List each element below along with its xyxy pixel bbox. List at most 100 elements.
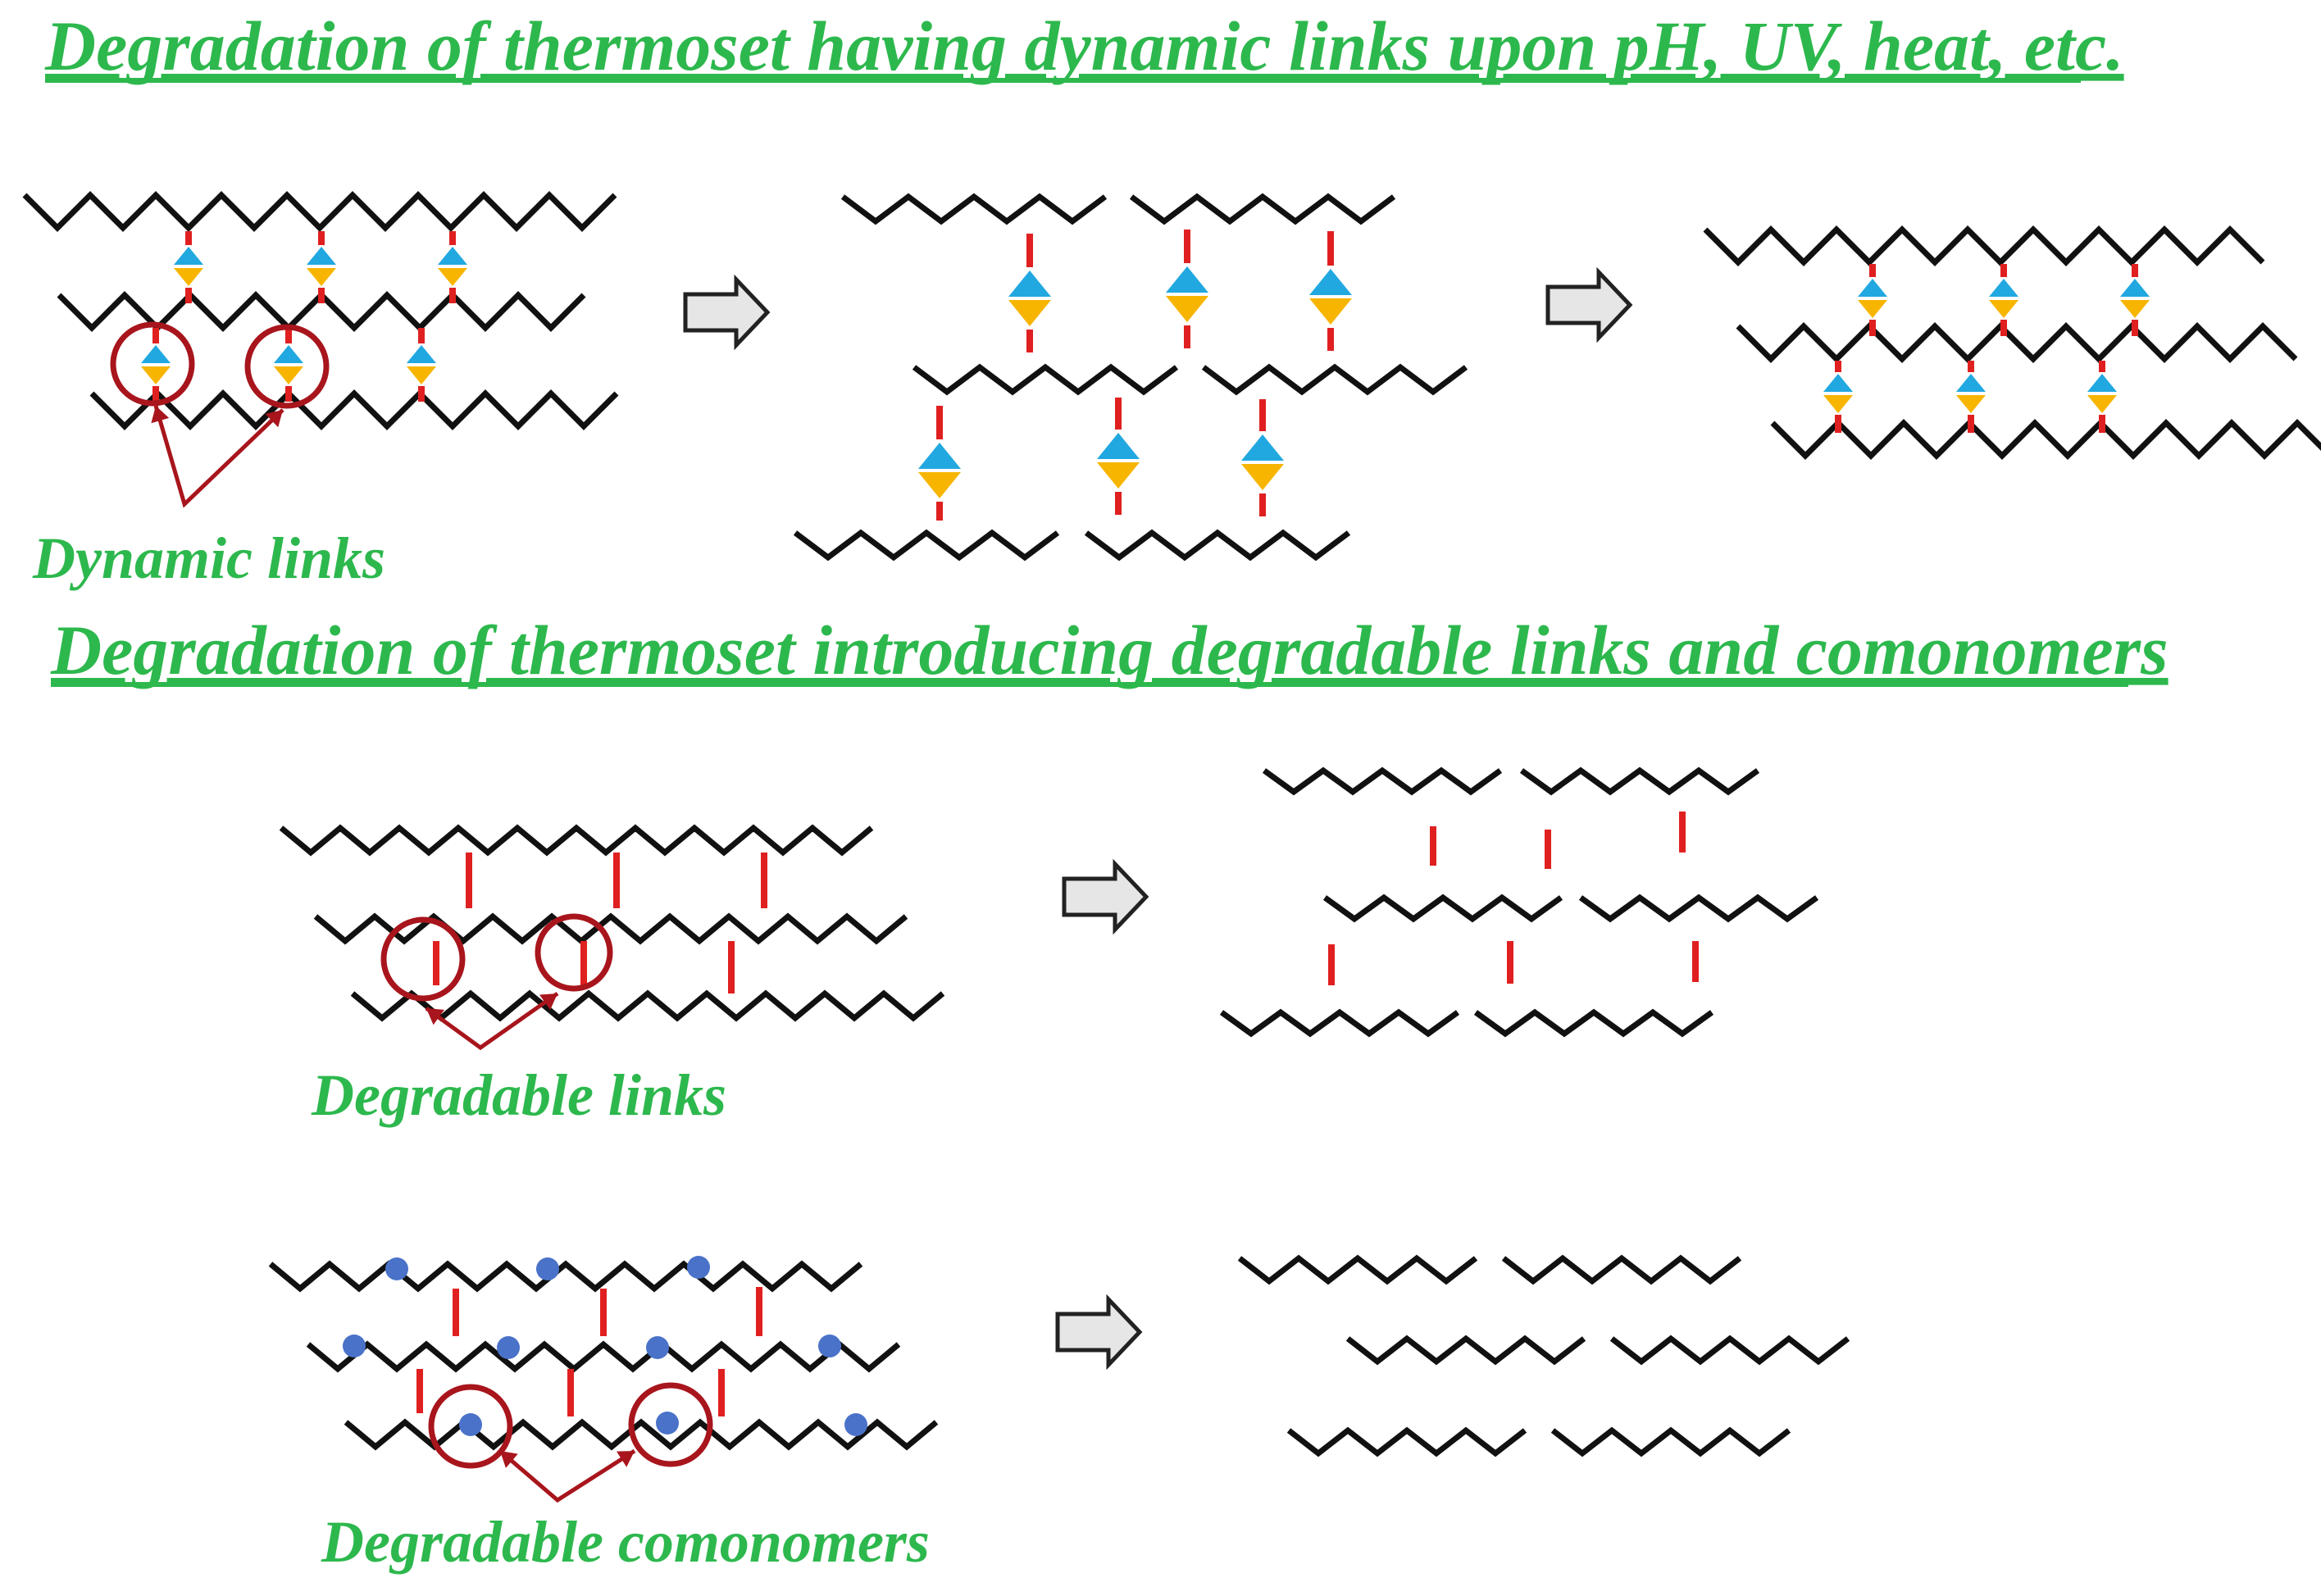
dynamic-link-bottom <box>2087 395 2117 413</box>
dynamic-link-bottom <box>1166 296 1208 322</box>
section2-title: Degradation of thermoset introducing deg… <box>50 611 2169 689</box>
process-arrow-icon <box>1545 266 1633 343</box>
polymer-chain <box>268 1260 863 1293</box>
dynamic-link-bottom <box>1989 300 2018 318</box>
polymer-chain <box>1237 1254 1478 1285</box>
label-pointer <box>425 991 559 1051</box>
polymer-chain <box>840 193 1108 225</box>
highlight-circle <box>110 321 195 407</box>
polymer-chain <box>1129 193 1396 225</box>
dynamic-link-top <box>1858 279 1887 297</box>
pointer-arrowhead-icon <box>151 406 170 424</box>
highlight-circle <box>535 913 613 992</box>
dynamic-link-bottom <box>1241 464 1284 490</box>
degradable-links-label: Degradable links <box>311 1062 726 1128</box>
dynamic-link-top <box>1241 434 1284 461</box>
comonomer-dot <box>844 1413 867 1436</box>
polymer-chain <box>1201 363 1468 396</box>
dynamic-link-bottom <box>2120 300 2150 318</box>
dynamic-link-top <box>174 247 203 265</box>
dynamic-link-top <box>1989 279 2018 297</box>
polymer-chain <box>1473 1008 1714 1038</box>
dynamic-link-bottom <box>307 268 336 286</box>
polymer-chain <box>89 389 619 430</box>
polymer-chain <box>344 1418 939 1451</box>
polymer-chain <box>793 529 1060 562</box>
polymer-chain <box>1519 766 1760 796</box>
dynamic-link-bottom <box>407 366 436 384</box>
polymer-chain <box>1084 529 1351 562</box>
comonomer-dot <box>459 1413 482 1436</box>
polymer-chain <box>1322 893 1563 923</box>
dynamic-link-top <box>1008 271 1051 297</box>
label-pointer <box>498 1448 636 1503</box>
dynamic-link-bottom <box>918 472 961 498</box>
process-arrow-icon <box>1055 1294 1143 1371</box>
polymer-chain <box>22 191 617 232</box>
polymer-chain <box>1736 322 2298 363</box>
dynamic-link-bottom <box>1858 300 1887 318</box>
dynamic-link-bottom <box>141 366 171 384</box>
dynamic-link-bottom <box>274 366 303 384</box>
diagram-drawing <box>22 191 2321 1503</box>
dynamic-link-top <box>2087 374 2117 392</box>
comonomer-dot <box>646 1336 669 1359</box>
highlight-circle <box>380 916 466 1002</box>
highlight-circle <box>628 1382 713 1467</box>
polymer-chain <box>279 824 874 857</box>
polymer-chain <box>1550 1426 1791 1457</box>
polymer-chain <box>1501 1254 1742 1285</box>
dynamic-link-top <box>407 345 436 363</box>
polymer-chain <box>1609 1335 1850 1366</box>
pointer-arrowhead-icon <box>539 994 557 1011</box>
degradable-comonomers-label: Degradable comonomers <box>321 1509 930 1575</box>
section1-title: Degradation of thermoset having dynamic … <box>44 7 2124 85</box>
comonomer-dot <box>497 1336 520 1359</box>
dynamic-link-bottom <box>1823 395 1853 413</box>
polymer-chain <box>1345 1335 1586 1366</box>
polymer-chain <box>313 912 908 945</box>
comonomer-dot <box>343 1335 366 1357</box>
polymer-chain <box>912 363 1179 396</box>
comonomer-dot <box>536 1257 559 1280</box>
comonomer-dot <box>687 1256 710 1279</box>
dynamic-link-top <box>141 345 171 363</box>
pointer-arrowhead-icon <box>617 1451 635 1467</box>
dynamic-link-top <box>918 443 961 469</box>
comonomer-dot <box>656 1412 679 1435</box>
polymer-chain <box>1578 893 1819 923</box>
dynamic-link-bottom <box>1956 395 1986 413</box>
dynamic-link-top <box>2120 279 2150 297</box>
dynamic-link-bottom <box>1309 298 1352 325</box>
dynamic-link-top <box>1956 374 1986 392</box>
polymer-chain <box>1219 1008 1460 1038</box>
pointer-arrowhead-icon <box>265 410 283 428</box>
dynamic-link-top <box>1823 374 1853 392</box>
dynamic-link-bottom <box>1097 462 1140 489</box>
pointer-arrowhead-icon <box>426 1008 444 1025</box>
dynamic-link-top <box>1309 269 1352 295</box>
dynamic-link-bottom <box>1008 300 1051 326</box>
polymer-chain <box>350 989 945 1022</box>
process-arrow-icon <box>1062 858 1149 935</box>
dynamic-link-top <box>438 247 467 265</box>
highlight-circle <box>428 1384 513 1469</box>
polymer-chain <box>306 1340 901 1373</box>
dynamic-link-bottom <box>174 268 203 286</box>
polymer-chain <box>1286 1426 1527 1457</box>
polymer-chain <box>1703 225 2265 266</box>
comonomer-dot <box>818 1335 841 1357</box>
process-arrow-icon <box>683 274 771 351</box>
dynamic-link-top <box>307 247 336 265</box>
dynamic-link-top <box>1097 433 1140 459</box>
label-pointer <box>153 405 284 508</box>
polymer-chain <box>1262 766 1503 796</box>
comonomer-dot <box>385 1257 408 1280</box>
dynamic-links-label: Dynamic links <box>32 525 385 591</box>
dynamic-link-top <box>1166 266 1208 293</box>
highlight-circle <box>244 324 330 409</box>
pointer-arrowhead-icon <box>500 1451 518 1468</box>
dynamic-link-top <box>274 345 303 363</box>
polymer-chain <box>1770 419 2321 460</box>
